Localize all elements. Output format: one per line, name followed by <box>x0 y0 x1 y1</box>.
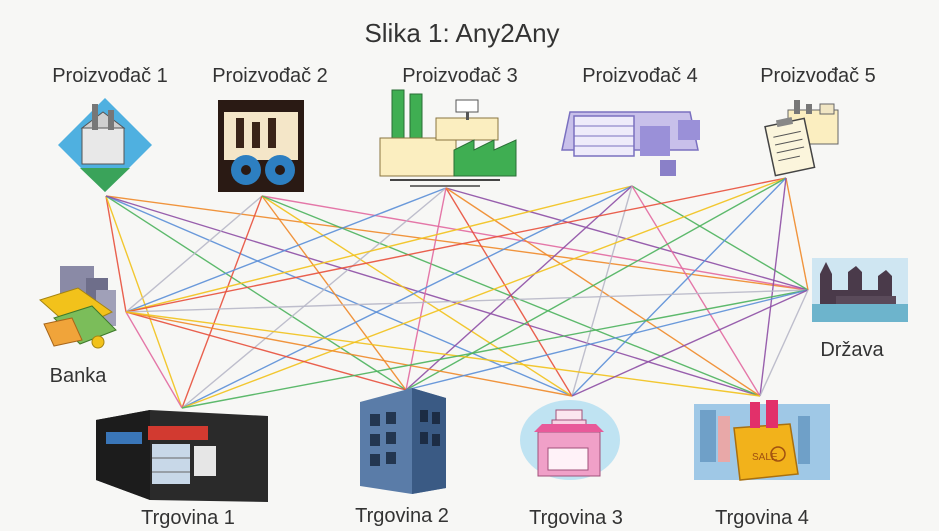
connection-p3-bank <box>125 187 447 313</box>
cake-shop-icon <box>520 400 620 480</box>
connection-p4-t2 <box>405 185 633 391</box>
connection-bank-t3 <box>125 311 573 397</box>
connection-p5-t2 <box>405 177 787 391</box>
connection-p5-t1 <box>181 177 787 409</box>
connection-p2-state <box>261 195 809 291</box>
connection-p2-t1 <box>181 195 263 409</box>
connection-p5-bank <box>125 177 787 313</box>
connection-p4-t4 <box>631 185 761 397</box>
parliament-icon <box>812 258 908 322</box>
shop-2-label: Trgovina 2 <box>355 505 449 527</box>
diagram-title: Slika 1: Any2Any <box>364 18 559 48</box>
warehouse-icon <box>561 111 700 176</box>
connection-state-t3 <box>571 289 809 397</box>
connection-p1-t2 <box>105 195 407 391</box>
producer-5-label: Proizvođač 5 <box>760 65 876 87</box>
connection-bank-state <box>125 289 809 313</box>
connection-p3-t4 <box>445 187 761 397</box>
factory-gears-icon <box>218 100 304 192</box>
connection-p3-t2 <box>405 187 447 391</box>
factory-icon <box>58 98 152 192</box>
producer-1-label: Proizvođač 1 <box>52 65 168 87</box>
connection-bank-t2 <box>125 311 407 391</box>
connection-p3-t3 <box>445 187 573 397</box>
shop-3-label: Trgovina 3 <box>529 507 623 529</box>
connection-state-t2 <box>405 289 809 391</box>
connection-p1-t3 <box>105 195 573 397</box>
connection-p5-t3 <box>571 177 787 397</box>
connection-p4-bank <box>125 185 633 313</box>
connection-p2-t2 <box>261 195 407 391</box>
connection-p2-bank <box>125 195 263 313</box>
connection-p2-t3 <box>261 195 573 397</box>
connection-p1-t1 <box>105 195 183 409</box>
connection-p4-t3 <box>571 185 633 397</box>
bank-label: Banka <box>50 365 108 387</box>
connection-p5-t4 <box>759 177 787 397</box>
clipboard-icon <box>764 100 839 177</box>
bank-money-icon <box>39 266 117 349</box>
producer-3-label: Proizvođač 3 <box>402 65 518 87</box>
producer-2-label: Proizvođač 2 <box>212 65 328 87</box>
shop-4-label: Trgovina 4 <box>715 507 809 529</box>
store-building-icon <box>96 410 268 502</box>
shop-1-label: Trgovina 1 <box>141 507 235 529</box>
connection-bank-t4 <box>125 311 761 397</box>
connection-p1-bank <box>105 195 127 313</box>
state-label: Država <box>820 339 884 361</box>
sale-tag-text: SALE <box>752 452 778 463</box>
connection-state-t1 <box>181 289 809 409</box>
connection-p5-state <box>785 177 809 291</box>
power-plant-icon <box>379 89 517 187</box>
connection-p3-t1 <box>181 187 447 409</box>
connection-p1-t4 <box>105 195 761 397</box>
connection-state-t4 <box>759 289 809 397</box>
connection-bank-t1 <box>125 311 183 409</box>
producer-4-label: Proizvođač 4 <box>582 65 698 87</box>
connection-p4-t1 <box>181 185 633 409</box>
connection-lines <box>105 177 809 409</box>
office-building-icon <box>360 388 446 494</box>
shopping-bag-icon: SALE <box>694 400 830 481</box>
